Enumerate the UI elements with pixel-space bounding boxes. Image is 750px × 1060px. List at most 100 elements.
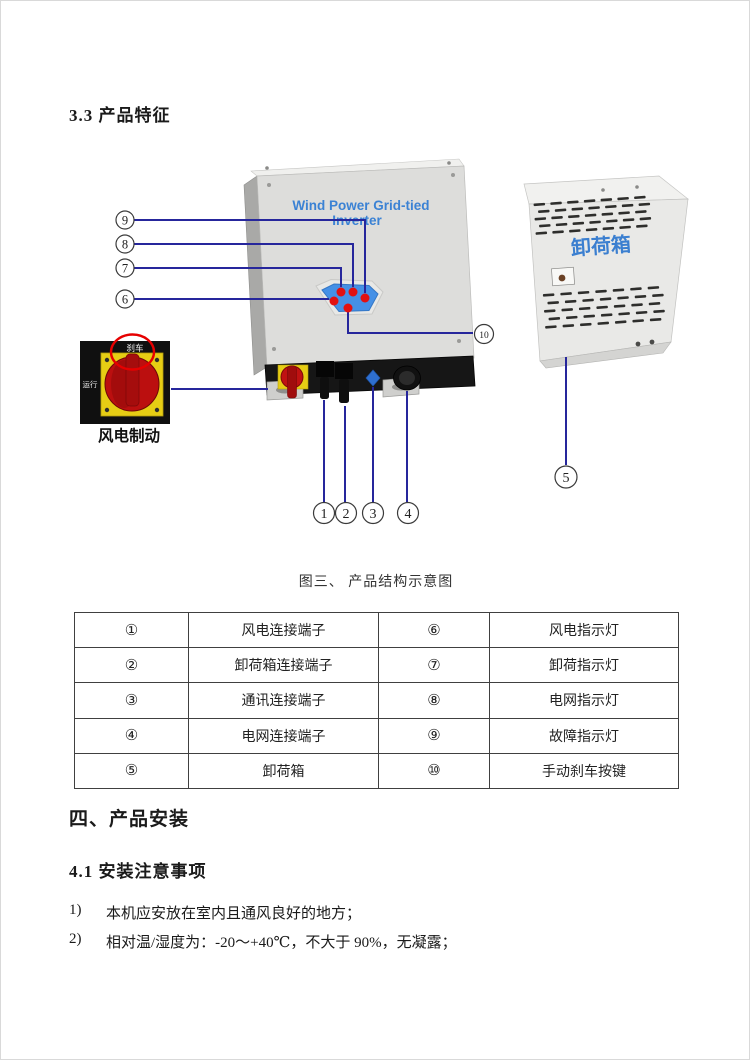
- table-row: ⑤ 卸荷箱 ⑩ 手动刹车按键: [74, 752, 679, 789]
- screw-icon: [104, 407, 110, 413]
- part-desc: 通讯连接端子: [188, 682, 379, 719]
- screw-icon: [451, 173, 455, 177]
- unload-box-device: 卸荷箱: [523, 175, 689, 369]
- inverter-title-line1: Wind Power Grid-tied: [292, 198, 429, 213]
- table-row: ③ 通讯连接端子 ⑧ 电网指示灯: [74, 682, 679, 719]
- screw-icon: [272, 347, 276, 351]
- callout-line-9: [134, 219, 366, 293]
- part-desc: 手动刹车按键: [489, 752, 679, 789]
- callout-circle-10: [473, 323, 495, 345]
- callout-lines: [134, 219, 567, 502]
- indicator-dots: [329, 287, 370, 313]
- unload-box-label: 卸荷箱: [570, 232, 632, 260]
- callout-circle-6: [115, 289, 135, 309]
- screw-icon: [635, 341, 641, 347]
- callout-circles: [115, 210, 578, 525]
- section-heading-3-3: 3.3 产品特征: [69, 106, 171, 125]
- callout-circle-1: [312, 501, 336, 525]
- dc-connector-plug: [339, 379, 349, 403]
- table-row: ① 风电连接端子 ⑥ 风电指示灯: [74, 611, 679, 649]
- callout-number-2: 2: [343, 507, 350, 522]
- part-number: ④: [74, 717, 189, 754]
- part-number: ①: [74, 611, 189, 649]
- part-desc: 卸荷指示灯: [489, 647, 679, 684]
- callout-circle-9: [115, 210, 135, 230]
- section-heading-4: 四、产品安装: [69, 809, 190, 830]
- comm-connector: [365, 369, 381, 387]
- callout-number-7: 7: [122, 262, 128, 276]
- part-desc: 电网指示灯: [489, 682, 679, 719]
- grid-connector-inner: [399, 371, 415, 385]
- part-number: ②: [74, 647, 189, 684]
- callout-circle-3: [361, 501, 385, 525]
- callout-line-10: [347, 312, 473, 334]
- part-desc: 电网连接端子: [188, 717, 379, 754]
- part-number: ③: [74, 682, 189, 719]
- indicator-dot: [348, 287, 358, 297]
- part-number: ⑨: [378, 717, 490, 754]
- part-number: ⑥: [378, 611, 490, 649]
- screw-icon: [601, 188, 605, 192]
- callout-circle-7: [115, 258, 135, 278]
- part-desc: 卸荷箱连接端子: [188, 647, 379, 684]
- indicator-dot: [329, 296, 339, 306]
- callout-number-1: 1: [321, 507, 328, 522]
- callout-number-3: 3: [370, 507, 377, 522]
- panel-switch-handle: [287, 365, 297, 399]
- part-number: ⑧: [378, 682, 490, 719]
- indicator-dot: [336, 287, 346, 297]
- screw-icon: [649, 339, 655, 345]
- callout-circle-8: [115, 234, 135, 254]
- vent-group-bottom: [542, 286, 665, 329]
- note-text: 相对温/湿度为：-20～+40℃，不大于 90%，无凝露；: [106, 935, 457, 951]
- screw-icon: [267, 183, 271, 187]
- indicator-dot: [360, 293, 370, 303]
- dc-connector-block: [316, 361, 334, 377]
- brake-switch-assembly: 刹车 运行 风电制动: [80, 333, 170, 445]
- note-number: 2): [69, 931, 82, 947]
- sticker-mark: [558, 274, 566, 282]
- part-desc: 风电指示灯: [489, 611, 679, 649]
- vent-slots: [533, 195, 665, 329]
- brake-side-label: 运行: [83, 379, 98, 389]
- callout-number-10: 10: [479, 331, 489, 341]
- part-desc: 卸荷箱: [188, 752, 379, 789]
- screw-icon: [457, 339, 461, 343]
- callout-number-6: 6: [122, 293, 128, 307]
- part-desc: 故障指示灯: [489, 717, 679, 754]
- screw-icon: [154, 357, 160, 363]
- figure-caption: 图三、 产品结构示意图: [298, 575, 454, 590]
- callout-circle-4: [396, 501, 420, 525]
- note-number: 1): [69, 902, 82, 918]
- table-row: ④ 电网连接端子 ⑨ 故障指示灯: [74, 717, 679, 754]
- callout-number-4: 4: [405, 507, 412, 522]
- part-number: ⑩: [378, 752, 490, 789]
- callout-line-8: [134, 243, 354, 287]
- callout-line-7: [134, 267, 342, 287]
- parts-table: ① 风电连接端子 ⑥ 风电指示灯 ② 卸荷箱连接端子 ⑦ 卸荷指示灯 ③ 通讯连…: [74, 611, 679, 789]
- section-heading-4-1: 4.1 安装注意事项: [69, 862, 207, 881]
- table-row: ② 卸荷箱连接端子 ⑦ 卸荷指示灯: [74, 647, 679, 684]
- vent-group-top: [533, 195, 652, 235]
- dc-connector-block: [335, 363, 353, 379]
- part-desc: 风电连接端子: [188, 611, 379, 649]
- brake-highlight-circle: [109, 333, 156, 371]
- part-number: ⑦: [378, 647, 490, 684]
- figure-svg: Wind Power Grid-tied Inverter: [80, 158, 689, 525]
- brake-caption: 风电制动: [98, 426, 160, 445]
- screw-icon: [154, 407, 160, 413]
- callout-number-8: 8: [122, 238, 128, 252]
- product-structure-figure: Wind Power Grid-tied Inverter: [1, 151, 749, 563]
- screw-icon: [447, 161, 451, 165]
- callout-number-9: 9: [122, 214, 128, 228]
- callout-circle-5: [554, 465, 578, 489]
- indicator-dot: [343, 303, 353, 313]
- callout-number-5: 5: [563, 471, 570, 486]
- brake-knob-handle: [125, 353, 140, 407]
- screw-icon: [635, 185, 639, 189]
- screw-icon: [104, 357, 110, 363]
- note-text: 本机应安放在室内且通风良好的地方；: [106, 906, 362, 922]
- screw-icon: [265, 166, 269, 170]
- callout-numbers: 9 8 7 6 10 1 2 3 4 5: [122, 214, 570, 522]
